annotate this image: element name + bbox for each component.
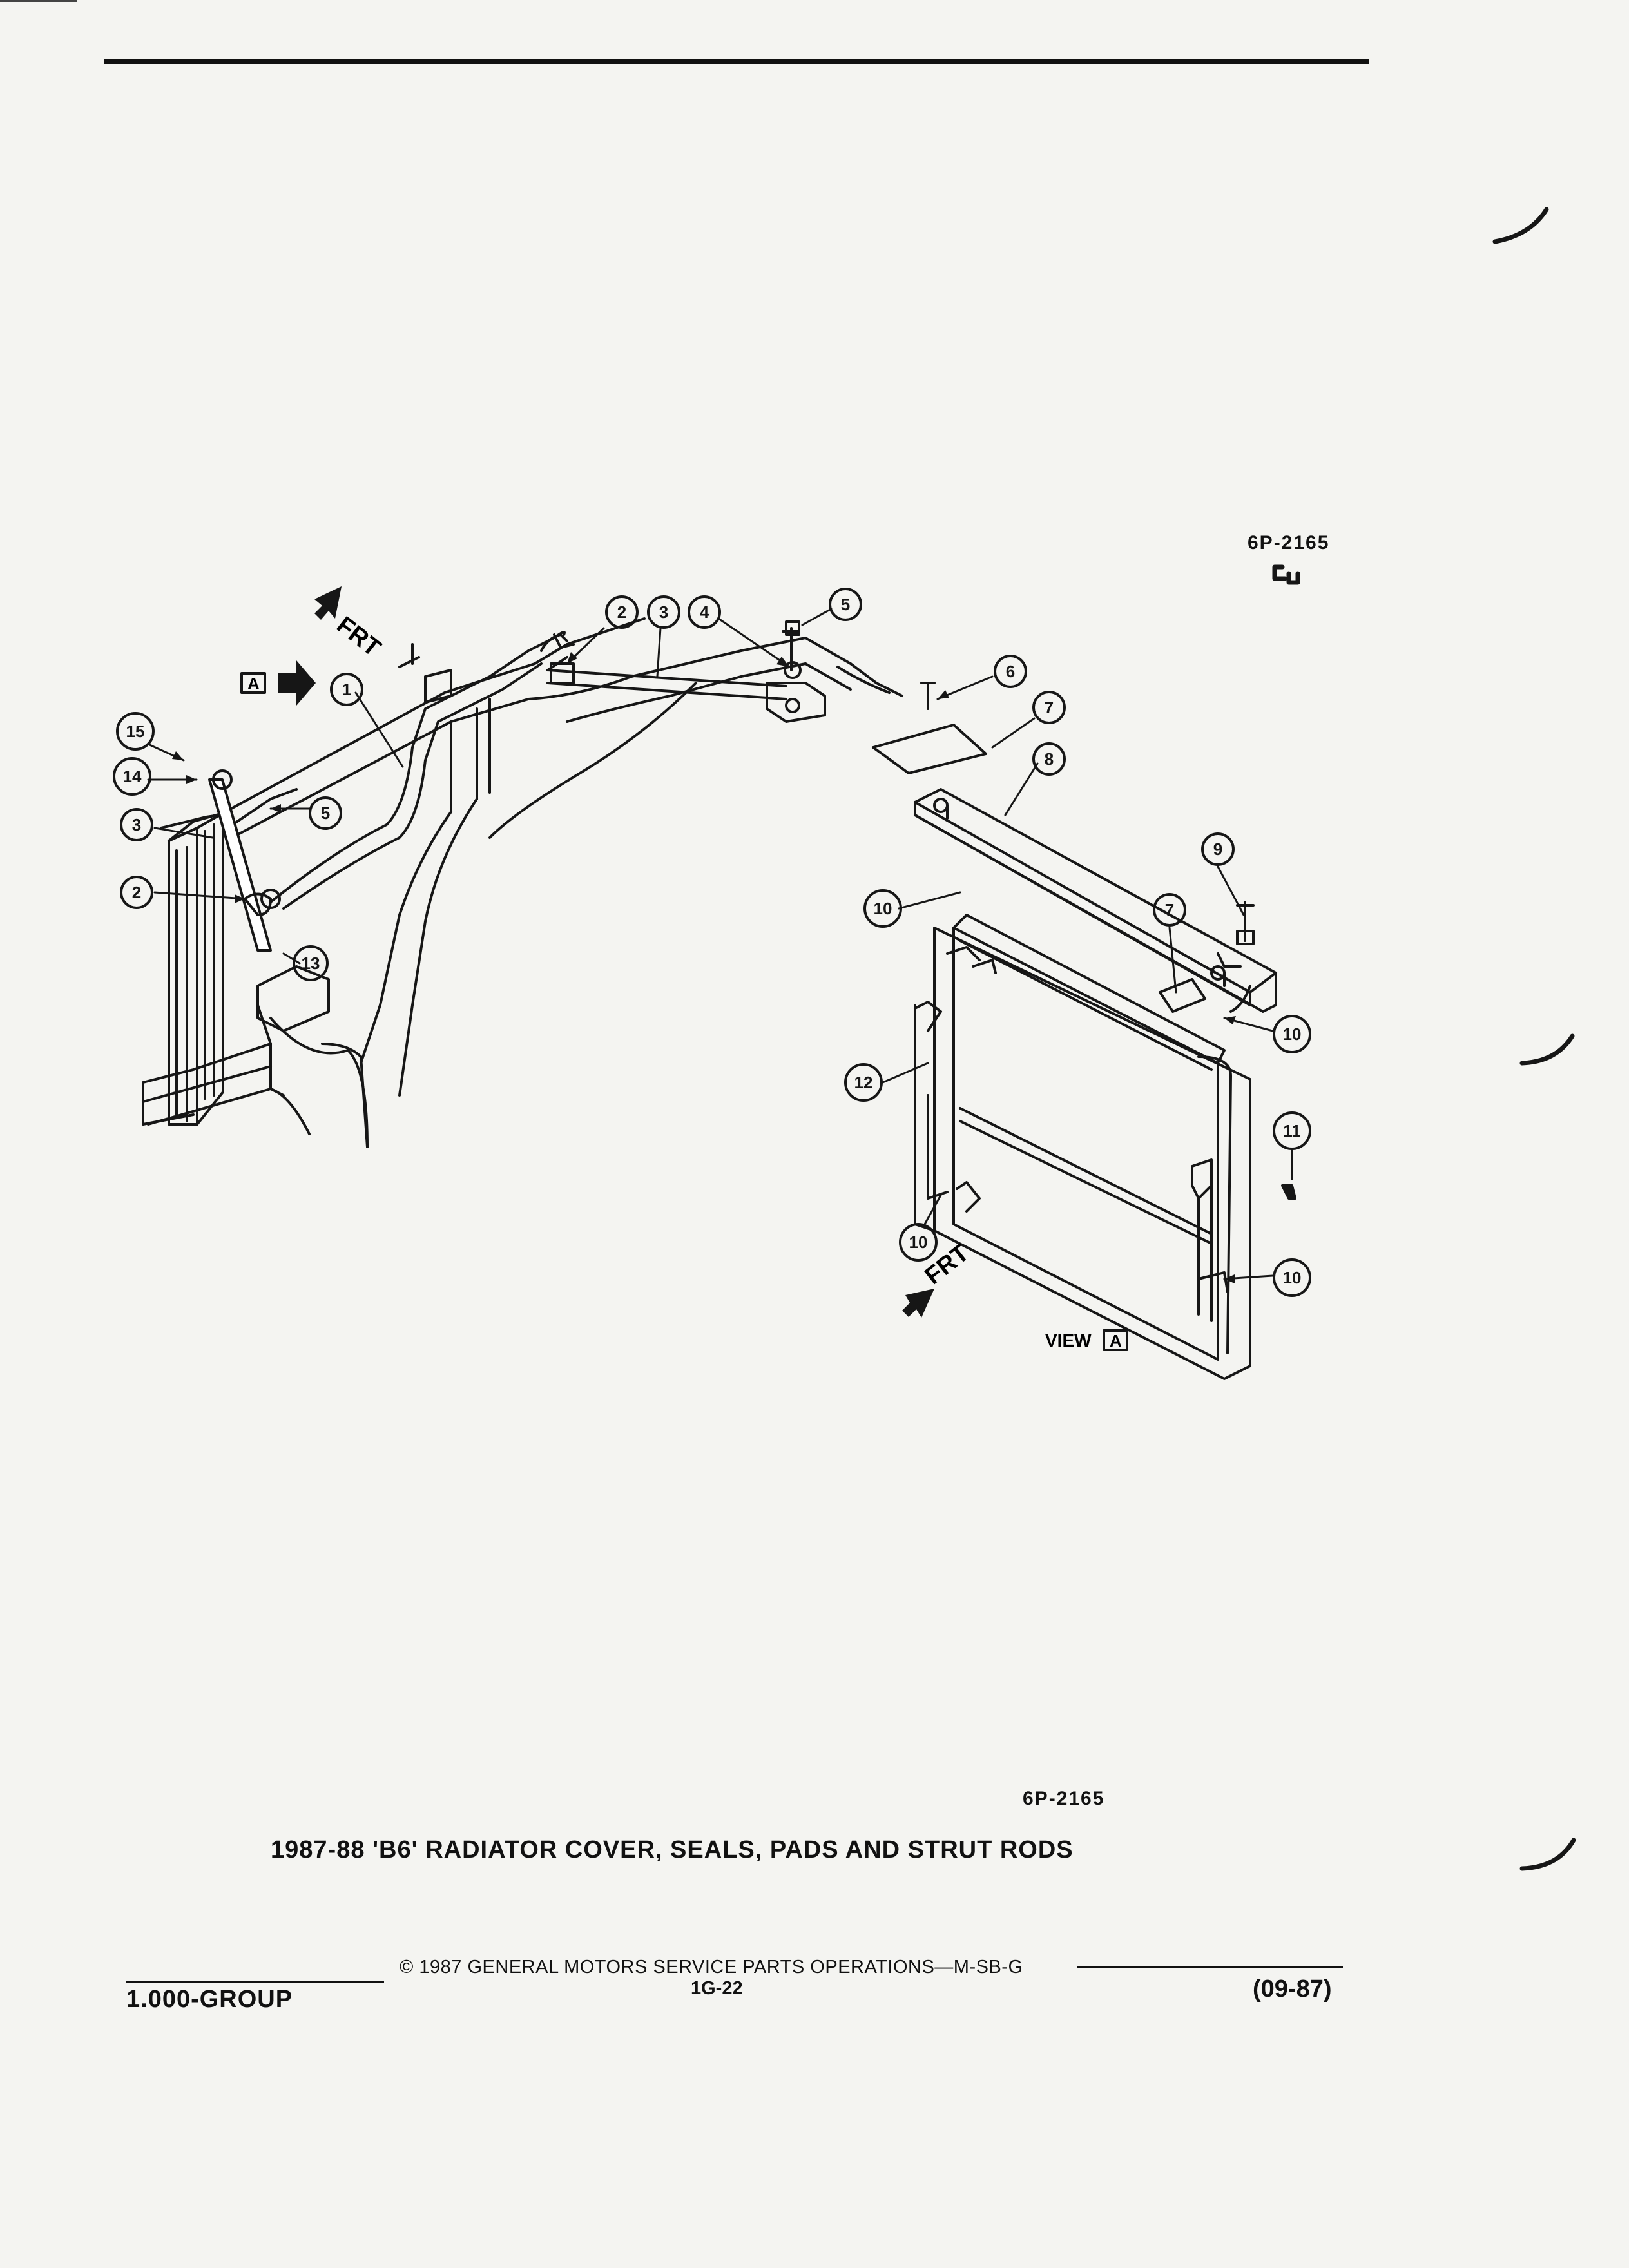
callout-3b: 3 — [120, 808, 153, 841]
callout-1: 1 — [330, 673, 363, 706]
svg-text:7: 7 — [1165, 900, 1174, 919]
svg-text:15: 15 — [126, 722, 145, 741]
corner-mark — [0, 0, 77, 2]
svg-text:12: 12 — [854, 1073, 873, 1092]
svg-text:3: 3 — [132, 815, 141, 834]
callout-7b: 7 — [1153, 893, 1186, 927]
svg-text:4: 4 — [700, 602, 709, 622]
callout-4: 4 — [688, 595, 721, 629]
callout-3: 3 — [647, 595, 680, 629]
page-title: 1987-88 'B6' RADIATOR COVER, SEALS, PADS… — [271, 1836, 1074, 1863]
callout-6: 6 — [994, 655, 1027, 688]
edge-mark — [1519, 1033, 1575, 1066]
edge-mark — [1492, 207, 1549, 244]
footer-rule — [1077, 1966, 1343, 1968]
svg-text:10: 10 — [909, 1233, 928, 1252]
view-ref-box — [1103, 1329, 1128, 1351]
radiator-support-drawing — [142, 617, 903, 1148]
callout-10d: 10 — [1273, 1258, 1311, 1297]
svg-text:2: 2 — [617, 602, 626, 622]
callouts: 1 2 3 4 5 15 14 3 2 5 13 6 7 8 9 7 10 10… — [113, 588, 1311, 1297]
edge-mark — [1519, 1838, 1576, 1871]
callout-5: 5 — [829, 588, 862, 621]
callout-12: 12 — [844, 1063, 883, 1102]
callout-9: 9 — [1201, 832, 1235, 866]
footer-rule — [126, 1981, 384, 1983]
svg-text:5: 5 — [321, 803, 330, 823]
figure-code-top: 6P-2165 — [1248, 532, 1330, 553]
logo-mark — [1272, 564, 1300, 585]
front-arrow-icon — [902, 1289, 934, 1318]
view-label: VIEW — [1045, 1331, 1092, 1350]
svg-text:11: 11 — [1283, 1121, 1301, 1140]
svg-text:2: 2 — [132, 883, 141, 902]
svg-text:6: 6 — [1006, 662, 1015, 681]
callout-10a: 10 — [863, 889, 902, 928]
svg-text:10: 10 — [874, 899, 892, 918]
callout-15: 15 — [116, 712, 155, 751]
svg-text:10: 10 — [1283, 1024, 1302, 1044]
callout-11: 11 — [1273, 1111, 1311, 1150]
group-label: 1.000-GROUP — [126, 1986, 293, 2013]
front-arrow-icon — [314, 586, 342, 620]
radiator-view-a-drawing — [872, 682, 1296, 1380]
header-rule — [104, 59, 1369, 64]
view-ref-box — [240, 672, 266, 694]
figure-code-bottom: 6P-2165 — [1023, 1788, 1105, 1809]
svg-text:14: 14 — [123, 767, 142, 786]
svg-text:8: 8 — [1045, 749, 1054, 769]
svg-text:10: 10 — [1283, 1268, 1302, 1287]
callout-10b: 10 — [1273, 1015, 1311, 1053]
svg-text:3: 3 — [659, 602, 668, 622]
view-ref-letter: A — [1110, 1331, 1122, 1350]
strut-rod-drawing — [208, 631, 575, 952]
callout-13: 13 — [293, 945, 329, 981]
leader-arrowheads — [172, 652, 1236, 1283]
svg-text:9: 9 — [1213, 840, 1222, 859]
page-number: 1G-22 — [691, 1978, 743, 1999]
callout-10c: 10 — [899, 1223, 938, 1262]
callout-2: 2 — [605, 595, 639, 629]
callout-5b: 5 — [309, 796, 342, 830]
front-label: FRT — [331, 611, 385, 662]
callout-2b: 2 — [120, 876, 153, 909]
svg-text:5: 5 — [841, 595, 850, 614]
callout-14: 14 — [113, 757, 151, 796]
svg-text:1: 1 — [342, 680, 351, 699]
callout-8: 8 — [1032, 742, 1066, 776]
svg-text:13: 13 — [302, 954, 320, 973]
svg-text:7: 7 — [1045, 698, 1054, 717]
top-strut-drawing — [546, 620, 826, 723]
view-ref-letter: A — [247, 674, 260, 693]
copyright-line: © 1987 GENERAL MOTORS SERVICE PARTS OPER… — [400, 1957, 1023, 1977]
view-a-arrow-icon — [278, 660, 316, 706]
leader-lines — [147, 608, 1293, 1280]
callout-7: 7 — [1032, 691, 1066, 724]
revision-date: (09-87) — [1253, 1975, 1332, 2003]
